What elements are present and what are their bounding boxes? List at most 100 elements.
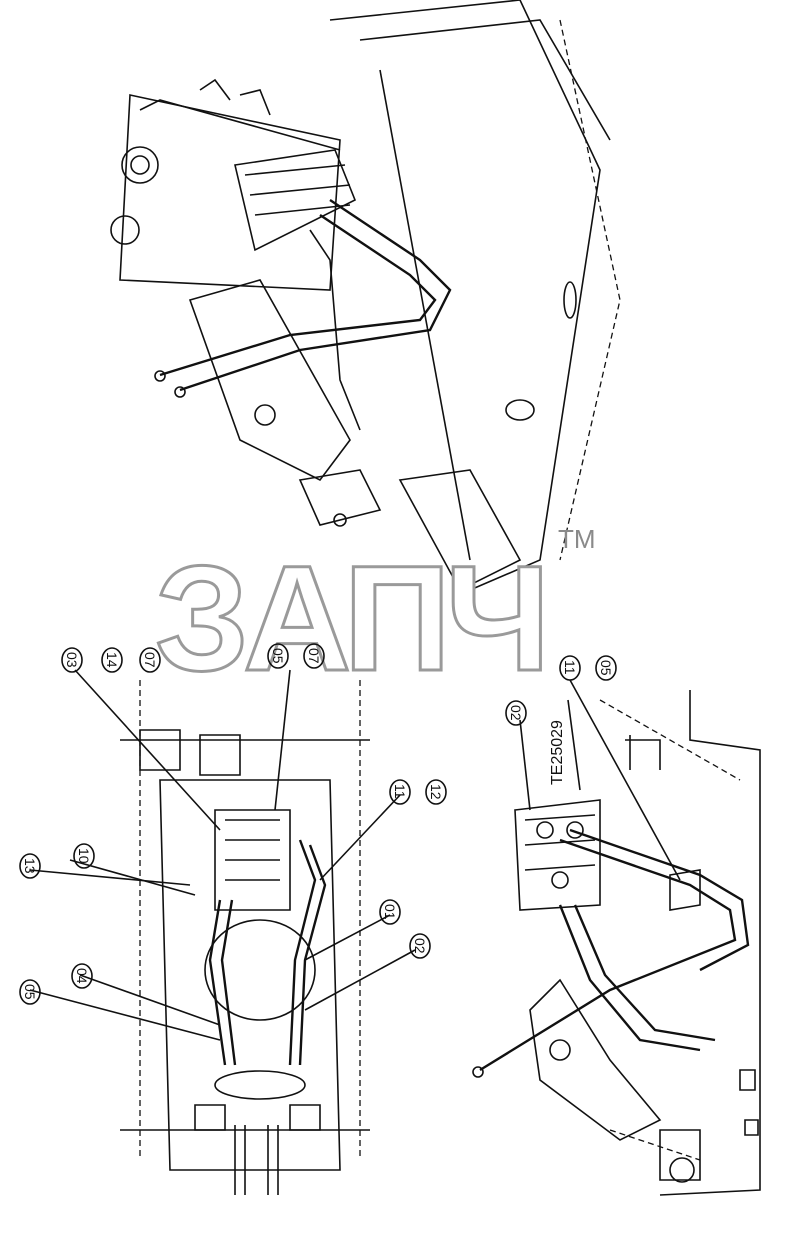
hose-left-a	[208, 899, 227, 1066]
side-bracket-top	[625, 735, 661, 770]
side-bracket-bottom	[659, 1129, 701, 1181]
side-pipe-lower-b	[573, 904, 716, 1042]
valve-block-sections	[244, 164, 351, 216]
drawing-code: TE25029	[549, 720, 566, 785]
leader-05b	[29, 989, 221, 1041]
side-pipe-lower-a	[558, 904, 701, 1052]
callout-05b: 05	[19, 979, 41, 1005]
callout-11: 11	[389, 779, 411, 805]
side-support-hole	[549, 1039, 571, 1061]
leader-02	[304, 949, 416, 1011]
svg-text:11: 11	[392, 784, 408, 799]
side-valve-port-b	[566, 821, 584, 839]
hose-left-b	[220, 899, 237, 1066]
right-leader-lines	[519, 679, 681, 881]
side-valve-sections	[524, 814, 596, 871]
side-pipe-clamp	[669, 869, 701, 911]
side-view-assembly	[472, 690, 761, 1196]
side-pipe-loop	[569, 828, 750, 972]
svg-text:05: 05	[22, 984, 38, 1000]
hose-clamp-bar	[214, 1070, 306, 1100]
svg-text:04: 04	[74, 968, 90, 984]
svg-text:01: 01	[382, 904, 398, 920]
frame-beam-outline	[329, 0, 601, 591]
callout-10: 10	[73, 843, 95, 869]
isometric-assembly-view	[110, 0, 621, 592]
callout-11-right: 11	[559, 655, 581, 681]
svg-text:05: 05	[270, 648, 286, 664]
housing-top-edge	[139, 99, 341, 151]
valve-block-plan	[214, 809, 291, 911]
side-valve-block	[514, 799, 601, 911]
svg-text:12: 12	[428, 784, 444, 800]
lower-brackets	[194, 1104, 321, 1131]
frame-slot	[563, 281, 577, 319]
hose-right-b	[298, 844, 327, 1066]
top-pipe-elbows	[199, 78, 271, 116]
side-small-fittings	[739, 1069, 759, 1136]
left-leader-lines	[29, 669, 416, 1041]
frame-beam-top-edge	[359, 19, 611, 141]
hydraulic-pipe-b	[159, 214, 437, 377]
frame-end-bracket	[398, 469, 522, 592]
svg-text:02: 02	[412, 938, 428, 954]
housing-port-lower	[110, 215, 140, 245]
support-lower-plate	[298, 469, 382, 526]
hydraulic-pipe-c	[309, 229, 361, 431]
callout-13: 13	[19, 853, 41, 879]
svg-text:14: 14	[104, 652, 120, 668]
side-pipe-end	[472, 1066, 484, 1078]
side-frame-hidden	[599, 699, 741, 1161]
svg-text:03: 03	[64, 652, 80, 668]
callout-05-right: 05	[595, 655, 617, 681]
svg-text:05: 05	[598, 660, 614, 676]
support-arm	[188, 279, 351, 482]
pipe-end-fitting-b	[174, 386, 186, 398]
valve-sections-plan	[225, 819, 280, 881]
support-lower-pin	[333, 513, 347, 527]
callout-14: 14	[101, 647, 123, 673]
leader-01	[304, 914, 391, 961]
leader-05	[274, 669, 291, 811]
pipe-end-fitting-a	[154, 370, 166, 382]
housing-block	[119, 94, 341, 291]
lower-arms	[234, 1125, 279, 1195]
side-pivot	[669, 1157, 695, 1183]
side-frame-outline	[659, 690, 761, 1196]
svg-text:02: 02	[508, 705, 524, 721]
callout-04: 04	[71, 963, 93, 989]
valve-block-top	[234, 149, 357, 252]
leader-10	[69, 859, 196, 896]
mounting-disk	[204, 919, 316, 1021]
callout-05a: 05	[267, 643, 289, 669]
leader-11	[319, 794, 401, 881]
callout-12: 12	[425, 779, 447, 805]
left-callouts: 03 14 07 05 07 11 12 13 10 01 02	[19, 643, 447, 1005]
callout-03: 03	[61, 647, 83, 673]
side-valve-port-c	[551, 871, 569, 889]
callout-07b: 07	[303, 643, 325, 669]
frame-hidden-edge	[559, 19, 621, 561]
mount-bracket-top	[199, 734, 241, 776]
watermark-text: ЗАПЧ	[155, 534, 545, 702]
leader-04	[79, 974, 221, 1026]
leader-13	[29, 869, 191, 886]
callout-07a: 07	[139, 647, 161, 673]
leader-11-right	[569, 679, 681, 881]
housing-port-upper	[121, 146, 159, 184]
svg-text:07: 07	[142, 652, 158, 668]
watermark-trademark: TM	[558, 524, 596, 554]
side-support-plate	[529, 978, 662, 1141]
svg-text:07: 07	[306, 648, 322, 664]
svg-text:13: 13	[22, 858, 38, 874]
frame-outline	[159, 779, 341, 1171]
svg-text:10: 10	[76, 848, 92, 864]
support-arm-pin	[254, 404, 276, 426]
side-valve-port-a	[536, 821, 554, 839]
mount-bracket-left	[139, 729, 181, 771]
callout-02: 02	[409, 933, 431, 959]
right-callouts: 11 05 02 TE25029	[505, 655, 617, 785]
plan-view-frame	[120, 680, 370, 1195]
